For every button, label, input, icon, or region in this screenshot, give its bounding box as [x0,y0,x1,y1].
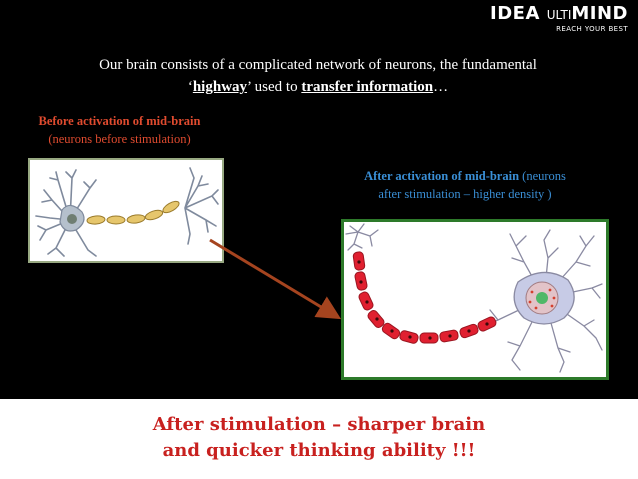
logo-mind: MIND [571,3,628,24]
logo-ulti: ULTI [546,8,572,22]
logo-tagline: REACH YOUR BEST [556,25,628,33]
before-title: Before activation of mid-brain [38,114,201,128]
footer-band [0,399,638,479]
neuron-sparse-illustration [35,167,219,257]
highway-word: highway [192,79,248,95]
conclusion-text: After stimulation – sharper brain and qu… [0,412,638,464]
before-subtitle: (neurons before stimulation) [48,132,191,146]
transfer-info-phrase: transfer information [301,79,434,95]
after-sub-1: (neurons [519,169,566,183]
intro-mid: used to [250,79,302,95]
after-caption-line-1: After activation of mid-brain (neurons [335,167,595,185]
intro-line-2: ‘highway’ used to transfer information… [18,76,618,98]
neuron-before-image [28,158,224,263]
company-logo: IDEA ULTIMIND REACH YOUR BEST [490,4,628,34]
neuron-dense-illustration [345,223,603,373]
logo-wordmark: IDEA ULTIMIND [490,4,628,25]
logo-idea: IDEA [490,3,540,24]
quote-close: ’ [247,79,251,95]
after-caption: After activation of mid-brain (neurons a… [335,167,595,203]
intro-ellipsis: … [433,79,449,95]
after-title: After activation of mid-brain [364,169,520,183]
intro-line-1: Our brain consists of a complicated netw… [99,57,537,73]
intro-text: Our brain consists of a complicated netw… [18,54,618,98]
conclusion-line-2: and quicker thinking ability !!! [162,440,476,461]
conclusion-line-1: After stimulation – sharper brain [152,414,486,435]
after-caption-line-2: after stimulation – higher density ) [378,187,552,201]
neuron-after-image [341,219,609,380]
quote-open: ‘ [187,79,193,95]
before-caption: Before activation of mid-brain (neurons … [12,112,227,148]
